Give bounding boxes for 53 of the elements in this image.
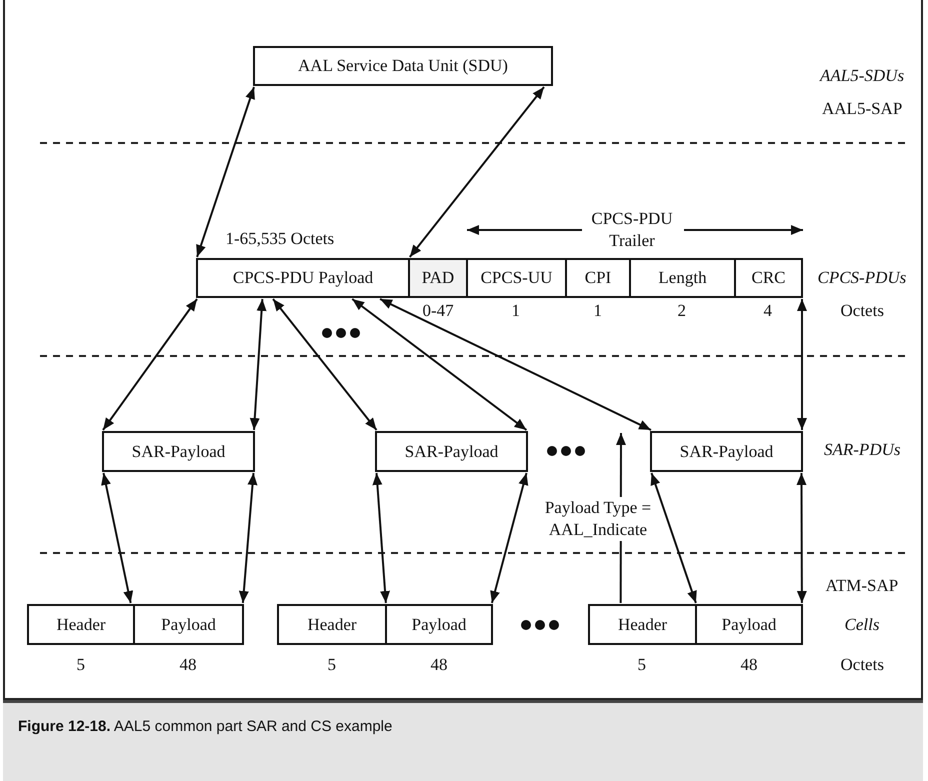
layer-label: CPCS-PDUs xyxy=(818,268,906,288)
arrow xyxy=(380,298,652,431)
octet-count: 5 xyxy=(76,655,85,675)
layer-label: Cells xyxy=(844,615,880,635)
arrow xyxy=(796,473,807,603)
cell-field-box: Payload xyxy=(133,604,244,645)
pdu-field-box: CPI xyxy=(565,258,631,298)
cell-field-box: Header xyxy=(588,604,697,645)
data-unit-box: AAL Service Data Unit (SDU) xyxy=(253,46,553,86)
sar-payload-box: SAR-Payload xyxy=(375,431,528,472)
octet-count: 2 xyxy=(678,301,686,321)
octet-count: 0-47 xyxy=(422,301,454,321)
pdu-field-box: CPCS-PDU Payload xyxy=(196,258,410,298)
pdu-field-box: CPCS-UU xyxy=(466,258,567,298)
sar-payload-box: SAR-Payload xyxy=(650,431,803,472)
layer-label: AAL5-SAP xyxy=(822,99,902,119)
octet-count: 5 xyxy=(638,655,646,675)
layer-label: Octets xyxy=(840,301,884,321)
cell-field-box: Header xyxy=(277,604,387,645)
layer-label: SAR-PDUs xyxy=(824,440,900,460)
octet-count: 48 xyxy=(430,655,448,675)
arrow xyxy=(238,472,258,604)
arrow xyxy=(797,299,807,430)
arrow xyxy=(352,298,528,431)
edge-label: Payload Type = AAL_Indicate xyxy=(543,497,653,541)
cell-field-box: Payload xyxy=(385,604,493,645)
layer-label: ATM-SAP xyxy=(826,576,898,596)
sar-payload-box: SAR-Payload xyxy=(102,431,255,472)
arrow xyxy=(196,86,255,258)
dimension-label: CPCS-PDU Trailer xyxy=(590,208,674,252)
octet-count: 48 xyxy=(740,655,758,675)
pdu-field-box: PAD xyxy=(408,258,468,298)
arrow xyxy=(101,472,134,604)
arrow xyxy=(490,472,528,604)
octet-count: 1-65,535 Octets xyxy=(226,229,334,249)
pdu-field-box: CRC xyxy=(734,258,803,298)
arrow xyxy=(250,298,267,430)
arrow xyxy=(409,86,545,258)
octet-count: 1 xyxy=(512,301,520,321)
layer-label: Octets xyxy=(840,655,884,675)
figure-caption: Figure 12-18. AAL5 common part SAR and CS example xyxy=(18,718,392,735)
arrow xyxy=(372,472,390,604)
arrow xyxy=(650,472,697,604)
pdu-field-box: Length xyxy=(629,258,736,298)
arrow xyxy=(272,298,378,431)
arrow xyxy=(102,298,198,431)
octet-count: 4 xyxy=(764,301,772,321)
layer-label: AAL5-SDUs xyxy=(820,66,904,86)
octet-count: 48 xyxy=(180,655,196,675)
cell-field-box: Header xyxy=(27,604,135,645)
cell-field-box: Payload xyxy=(695,604,803,645)
octet-count: 5 xyxy=(328,655,336,675)
octet-count: 1 xyxy=(594,301,602,321)
